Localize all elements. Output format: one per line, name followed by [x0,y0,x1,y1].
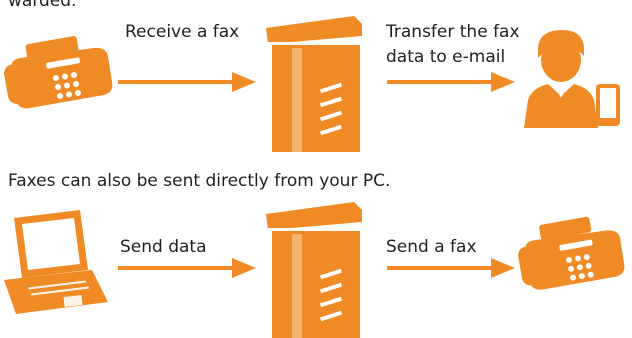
arrow-send-data [118,258,256,282]
send-fax-label: Send a fax [386,237,477,257]
multifunction-printer-icon-2 [266,202,364,338]
fax-machine-icon [4,36,113,109]
cut-off-text: warded. [8,0,77,11]
fax-machine-icon-2 [518,216,625,290]
arrow-send-fax [387,258,515,282]
arrow-transfer [387,72,515,96]
transfer-label-line2: data to e-mail [386,47,506,67]
receive-fax-label: Receive a fax [125,22,240,42]
multifunction-printer-icon [266,16,364,152]
transfer-label-line1: Transfer the fax [386,22,520,42]
send-data-label: Send data [120,237,207,257]
user-with-phone-icon [524,30,620,128]
arrow-receive [118,72,256,96]
laptop-icon [4,210,108,314]
pc-fax-note: Faxes can also be sent directly from you… [8,171,391,191]
